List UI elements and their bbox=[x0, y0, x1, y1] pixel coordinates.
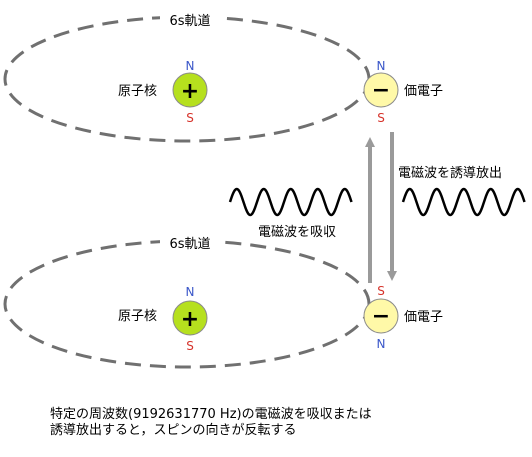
top-nucleus-north-pole: N bbox=[186, 59, 195, 73]
top-nucleus-label: 原子核 bbox=[118, 84, 157, 99]
bottom-nucleus-south-pole: S bbox=[186, 339, 194, 353]
caption-line-2: 誘導放出すると，スピンの向きが反転する bbox=[50, 423, 297, 438]
top-nucleus-south-pole: S bbox=[186, 111, 194, 125]
bottom-electron bbox=[363, 298, 399, 334]
top-electron-label: 価電子 bbox=[404, 84, 443, 99]
bottom-electron-minus-sign: − bbox=[372, 304, 390, 329]
bottom-electron-south-pole: S bbox=[377, 284, 385, 298]
bottom-orbit-label-bg bbox=[160, 233, 220, 253]
bottom-nucleus-label: 原子核 bbox=[118, 309, 157, 324]
top-orbit-label-bg bbox=[160, 10, 220, 30]
top-electron-north-pole: N bbox=[377, 59, 386, 73]
bottom-electron-north-pole: N bbox=[377, 337, 386, 351]
bottom-nucleus bbox=[172, 300, 208, 336]
emit-wave-icon bbox=[401, 187, 526, 217]
bottom-nucleus-plus-sign: + bbox=[181, 307, 199, 332]
caption: 特定の周波数(9192631770 Hz)の電磁波を吸収または 誘導放出すると，… bbox=[50, 407, 520, 439]
bottom-nucleus-north-pole: N bbox=[186, 285, 195, 299]
top-nucleus-plus-sign: + bbox=[181, 79, 199, 104]
top-electron-south-pole: S bbox=[377, 111, 385, 125]
absorb-label: 電磁波を吸収 bbox=[258, 225, 336, 240]
top-electron-minus-sign: − bbox=[372, 78, 390, 103]
absorb-wave-icon bbox=[228, 187, 353, 217]
top-nucleus bbox=[172, 72, 208, 108]
bottom-orbit-label: 6s軌道 bbox=[169, 236, 210, 252]
caption-line-1: 特定の周波数(9192631770 Hz)の電磁波を吸収または bbox=[50, 407, 372, 422]
top-orbit-label: 6s軌道 bbox=[169, 13, 210, 29]
bottom-electron-label: 価電子 bbox=[404, 310, 443, 325]
emit-label: 電磁波を誘導放出 bbox=[398, 166, 502, 181]
top-electron bbox=[363, 72, 399, 108]
